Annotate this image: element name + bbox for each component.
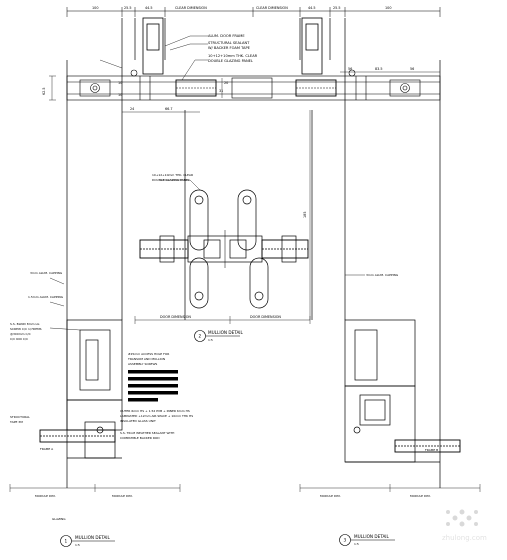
title-1-number: 1: [65, 539, 68, 544]
dim-left-height: 62.5: [42, 87, 46, 95]
module-dimension-lines: [9, 484, 481, 492]
header-dimension-lines: [49, 71, 440, 113]
label-structural-sealant: STRUCTURAL SEALANT: [208, 41, 250, 45]
frame-lines: [66, 18, 441, 488]
label-structural-tape: STRUCTURAL: [10, 415, 30, 419]
title-2-number: 2: [199, 334, 202, 339]
label-glass-top-2: DOUBLE GLAZING PANEL: [208, 59, 253, 63]
door-frame-top: [142, 17, 323, 75]
header-section: [66, 75, 441, 101]
dim-right-b: 44.5: [308, 6, 316, 10]
center-dims: [134, 110, 311, 324]
label-frame-b: FRAME B: [425, 448, 438, 452]
label-access-hole: #25mm ACCESS HOLE FOR: [128, 352, 169, 356]
label-weather-sealant: S.S. TRI-M WEATHER SEALANT WITH: [120, 431, 174, 435]
dim-header-e: 10: [118, 81, 122, 85]
dim-right-outer: 100: [385, 6, 391, 10]
dim-right-a: 25.5: [333, 6, 341, 10]
label-backer-rod: W/ BACKER FOAM TAPE: [208, 46, 251, 50]
label-ss-bolt-3: @300mm C/C: [10, 332, 31, 336]
label-mullion-glass: 10+12+10mm THK. CLEAR: [152, 173, 193, 177]
label-capping-left-2: 1.5mm ALUM. CAPPING: [28, 295, 64, 299]
label-outer-glass-3: INSULATED GLASS UNIT: [120, 419, 156, 423]
dim-left-outer: 100: [92, 6, 98, 10]
module-dim-a: MODULE DIM.: [35, 494, 56, 498]
center-mullion: [139, 189, 309, 309]
header-leaders: [99, 35, 208, 81]
label-outer-glass: OUTER 6mm HS + 1.52 PVB + INNER 6mm HS: [120, 409, 190, 413]
hinge-circles: [90, 69, 410, 93]
label-capping-right: 3mm ALUM. CAPPING: [366, 273, 399, 277]
dim-header-c: 31: [219, 89, 223, 93]
title-3-text: MULLION DETAIL: [354, 534, 390, 539]
label-capping-left: 3mm ALUM. CAPPING: [30, 271, 63, 275]
label-mullion-glass-2: DOUBLE GLAZING PANEL: [152, 178, 190, 182]
module-dim-d: MODULE DIM.: [410, 494, 431, 498]
module-dim-b: MODULE DIM.: [112, 494, 133, 498]
label-outer-glass-2: LAMINATED +12mm AIR SPACE + 10mm THK HS: [120, 414, 193, 418]
module-dim-c: MODULE DIM.: [320, 494, 341, 498]
label-structural-tape-2: TAPE 3M: [9, 420, 23, 424]
label-glass-top: 10+12+10mm THK. CLEAR: [208, 54, 258, 58]
label-access-hole-3: ASSEMBLY SCREWS: [128, 362, 157, 366]
label-ss-bolt-4: C/C 600 C/C: [10, 337, 28, 341]
dim-left-a: 25.5: [124, 6, 132, 10]
title-block-2: 2 MULLION DETAIL 1:5: [194, 330, 244, 342]
dim-header-r2: 83.5: [375, 67, 383, 71]
title-block-1: 1 MULLION DETAIL 1:5: [60, 535, 115, 547]
dim-header-d: 20: [224, 81, 228, 85]
label-alum-door-frame: ALUM. DOOR FRAME: [208, 34, 245, 38]
title-block-3: 3 MULLION DETAIL 1:5: [339, 534, 395, 546]
dim-left-b: 44.5: [145, 6, 153, 10]
title-3-number: 3: [344, 538, 347, 543]
dim-header-r3: 56: [410, 67, 414, 71]
left-leaders: [49, 277, 81, 331]
label-access-hole-2: TRANSOM AND MULLION: [127, 357, 165, 361]
title-3-scale: 1:5: [354, 542, 359, 546]
watermark-logo: zhulong.com: [442, 509, 487, 542]
left-bottom-detail: [39, 319, 123, 459]
label-ss-bolt-2: SCREW C/C 1/7DEMS: [10, 327, 42, 331]
dim-center-height: 185: [303, 212, 307, 218]
title-1-text: MULLION DETAIL: [75, 535, 111, 540]
title-2-text: MULLION DETAIL: [208, 330, 244, 335]
dim-door-right: DOOR DIMENSION: [250, 315, 281, 319]
spec-bars: [128, 370, 178, 402]
dim-clear-right: CLEAR DIMENSION: [256, 6, 288, 10]
label-weather-sealant-2: COMPATIBLE BACKER ROD: [120, 436, 160, 440]
top-dimension-string: [66, 7, 441, 17]
title-2-scale: 1:5: [208, 338, 213, 342]
dim-clear-left: CLEAR DIMENSION: [175, 6, 207, 10]
title-1-scale: 1:5: [75, 543, 80, 547]
watermark-text: zhulong.com: [442, 534, 487, 542]
bottom-left-note: GLAZING: [52, 517, 66, 521]
label-frame-a: FRAME A: [40, 447, 54, 451]
dim-header-f: 10: [118, 93, 122, 97]
dim-door-left: DOOR DIMENSION: [160, 315, 191, 319]
label-ss-bolt: S.S. BLIND 8mm LG: [10, 322, 40, 326]
dim-header-a: 24: [130, 107, 134, 111]
dim-header-r1: 56: [348, 67, 352, 71]
dim-header-b: 66.7: [165, 107, 173, 111]
right-bottom-detail: [344, 319, 461, 463]
